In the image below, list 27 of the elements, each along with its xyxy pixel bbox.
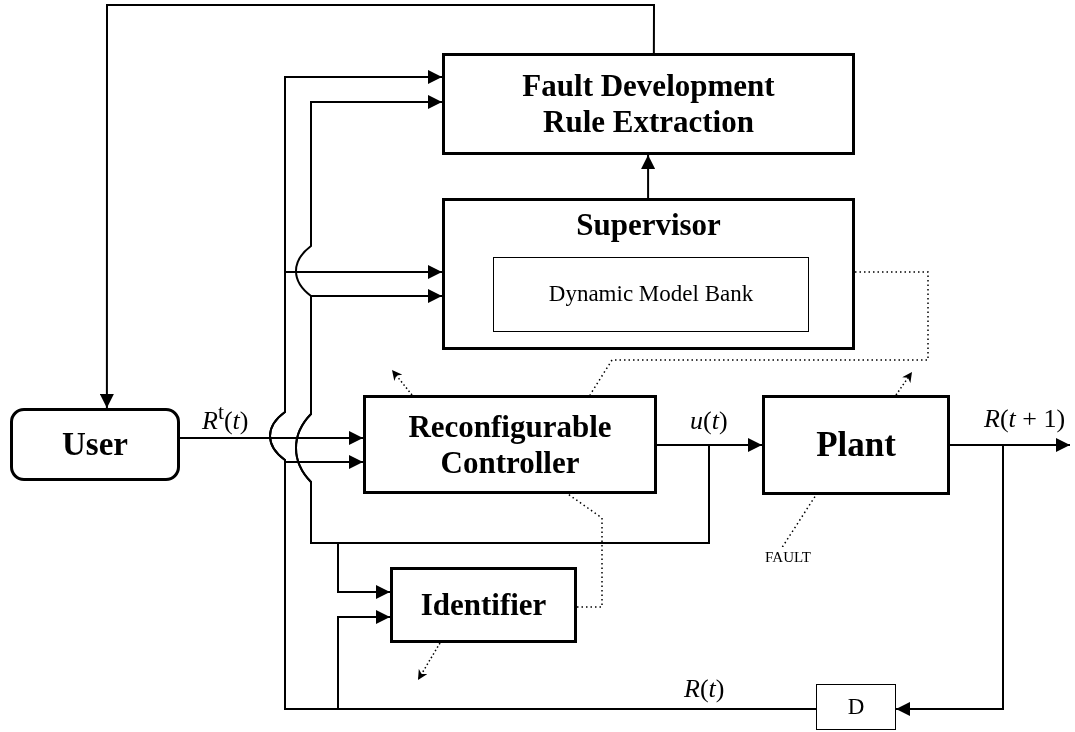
edge-label: u(t) xyxy=(688,408,730,434)
process-box xyxy=(493,257,809,332)
block-label: Fault Development Rule Extraction xyxy=(521,68,776,140)
process-box xyxy=(442,198,855,350)
process-box xyxy=(816,684,896,730)
block-label: Plant xyxy=(816,424,896,466)
block-label: User xyxy=(62,425,128,464)
arrow xyxy=(295,94,710,544)
edge-label: R(t) xyxy=(682,676,727,702)
dotted-connector xyxy=(781,494,817,548)
arrow xyxy=(641,154,656,199)
process-box xyxy=(390,567,577,643)
block-label: Identifier xyxy=(420,587,547,623)
process-box xyxy=(442,53,855,155)
rounded-box xyxy=(10,408,180,481)
dotted-connector xyxy=(589,271,929,396)
block-label: Supervisor xyxy=(576,207,721,243)
process-box xyxy=(762,395,950,495)
arrow xyxy=(99,4,655,409)
block-label: Dynamic Model Bank xyxy=(548,281,754,308)
process-box xyxy=(363,395,657,494)
block-label: Reconfigurable Controller xyxy=(407,408,613,481)
block-label: D xyxy=(847,693,865,721)
dotted-connector xyxy=(567,493,603,608)
arrow xyxy=(179,430,364,445)
arrow xyxy=(895,444,1004,716)
annotation-text: FAULT xyxy=(765,549,811,567)
